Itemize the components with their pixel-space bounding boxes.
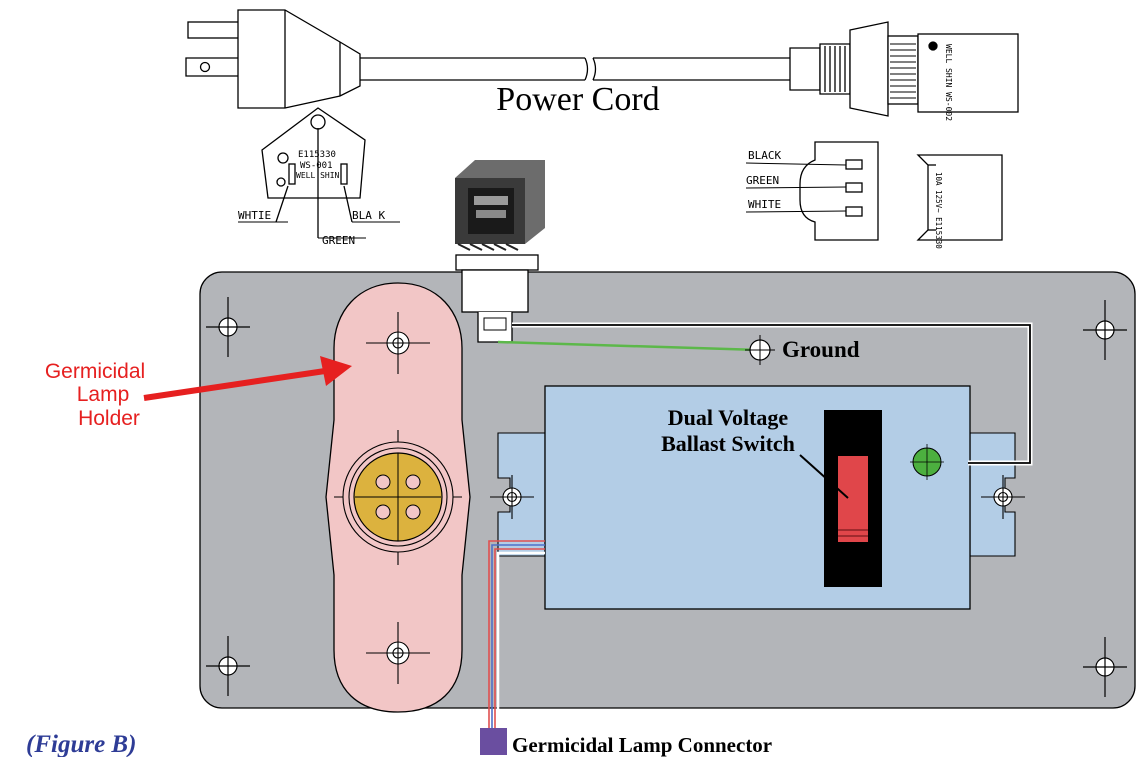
lamp-connector-wires xyxy=(488,540,545,728)
power-cord-drawing xyxy=(185,9,1019,117)
connector-wire-label-white: WHITE xyxy=(748,198,781,211)
plug-wire-label-black: BLA K xyxy=(352,209,385,222)
switch-label-line2: Ballast Switch xyxy=(661,431,795,456)
plug-marking-2: WS-001 xyxy=(300,161,333,171)
lamp-connector-block xyxy=(480,728,507,755)
plug-marking-3: WELL SHIN xyxy=(296,171,340,180)
connector-side-text: 10A 125V~ E115330 xyxy=(934,172,943,249)
lamp-holder-callout-line3: Holder xyxy=(78,407,140,430)
socket-pins xyxy=(375,474,421,520)
connector-body-text: WELL SHIN WS-002 xyxy=(944,44,953,121)
ground-label: Ground xyxy=(782,337,860,362)
connector-wire-label-green: GREEN xyxy=(746,174,779,187)
plug-body xyxy=(237,9,361,109)
power-cord-title: Power Cord xyxy=(496,81,659,118)
mounting-hole xyxy=(206,297,250,357)
figure-caption: (Figure B) xyxy=(26,731,136,757)
mounting-hole xyxy=(206,636,250,696)
lamp-holder-callout-line2: Lamp xyxy=(77,383,130,406)
ballast-housing xyxy=(544,385,971,610)
mounting-holes xyxy=(206,297,1127,697)
dual-voltage-switch-rocker[interactable] xyxy=(838,456,868,542)
lamp-connector-label: Germicidal Lamp Connector xyxy=(512,733,772,757)
plug-prong-top xyxy=(187,21,241,39)
inlet-photo xyxy=(455,160,545,251)
switch-label-line1: Dual Voltage xyxy=(668,405,789,430)
plug-marking-1: E115330 xyxy=(298,150,336,160)
panel-power-inlet xyxy=(455,254,539,343)
connector-wire-label-black: BLACK xyxy=(748,149,781,162)
plug-face-detail xyxy=(238,107,400,239)
ground-wire xyxy=(497,340,761,352)
black-wire xyxy=(512,324,1031,464)
mounting-hole xyxy=(1083,637,1127,697)
plug-wire-label-white: WHTIE xyxy=(238,209,271,222)
plug-ground-prong xyxy=(185,57,241,77)
lamp-holder-callout-line1: Germicidal xyxy=(45,360,145,383)
switch-leader-line xyxy=(799,454,849,499)
callout-arrow xyxy=(143,356,352,401)
plug-wire-label-green: GREEN xyxy=(322,234,355,247)
connector-face-detail xyxy=(745,141,1003,241)
lamp-holder xyxy=(325,282,471,713)
mounting-hole xyxy=(1083,300,1127,360)
plug-prong-hole xyxy=(199,61,211,73)
